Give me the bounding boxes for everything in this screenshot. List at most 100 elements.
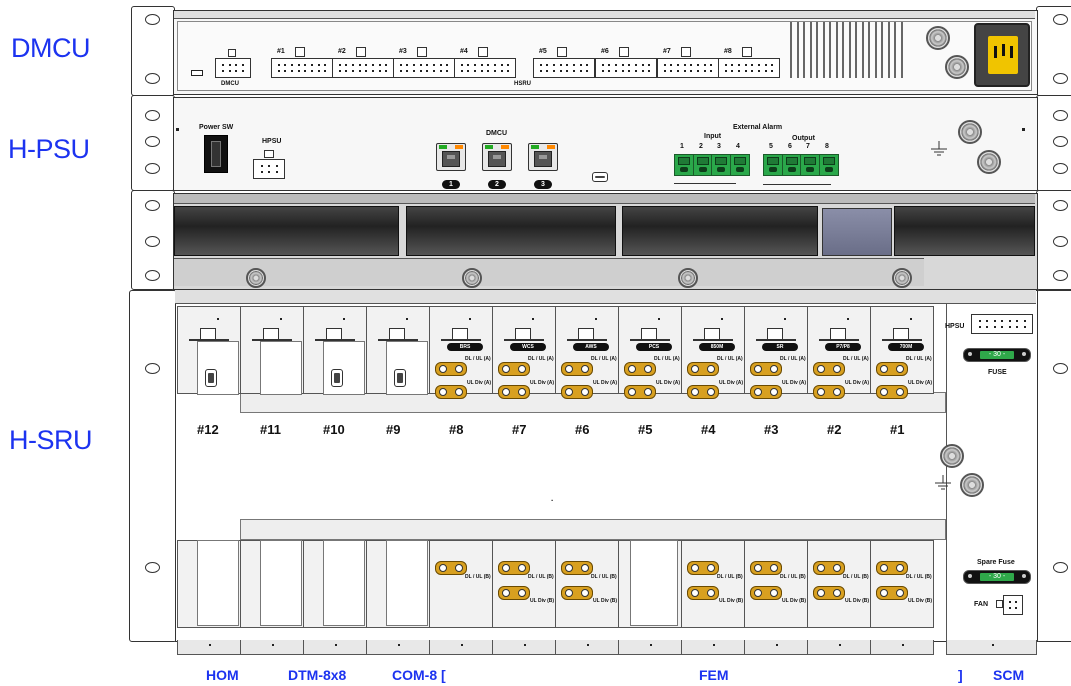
ethernet-port[interactable] [528, 143, 558, 171]
ethernet-port[interactable] [436, 143, 466, 171]
alarm-input-terminal[interactable] [674, 154, 694, 176]
spare-fuse-holder[interactable]: - 30 - [963, 570, 1031, 584]
vent-slot [894, 22, 896, 78]
card-handle[interactable] [326, 328, 342, 341]
rf-connector-icon[interactable] [561, 586, 593, 600]
card-pull-tab[interactable] [618, 640, 682, 655]
rf-connector-icon[interactable] [624, 385, 656, 399]
rf-connector-icon[interactable] [624, 362, 656, 376]
rf-connector-icon[interactable] [813, 561, 845, 575]
mini-usb-port[interactable] [191, 70, 203, 76]
rf-connector-icon[interactable] [813, 385, 845, 399]
rf-connector-icon[interactable] [687, 385, 719, 399]
rf-connector-icon[interactable] [876, 586, 908, 600]
connector-pin [379, 70, 381, 72]
card-pull-tab[interactable] [744, 640, 808, 655]
scm-hpsu-connector[interactable] [971, 314, 1033, 334]
rf-connector-icon[interactable] [687, 561, 719, 575]
fuse-holder[interactable]: - 30 - [963, 348, 1031, 362]
card-handle[interactable] [452, 328, 468, 341]
hsru-port-connector[interactable] [533, 58, 595, 78]
rf-connector-icon[interactable] [750, 561, 782, 575]
card-handle[interactable] [830, 328, 846, 341]
rf-connector-icon[interactable] [813, 362, 845, 376]
card-pull-tab[interactable] [870, 640, 934, 655]
rf-connector-icon[interactable] [435, 362, 467, 376]
card-pull-tab[interactable] [240, 640, 304, 655]
rf-connector-icon[interactable] [813, 586, 845, 600]
led-orange [547, 145, 555, 149]
fan-screw-icon [678, 268, 698, 288]
hsru-port-connector[interactable] [595, 58, 657, 78]
card-handle[interactable] [893, 328, 909, 341]
card-pull-tab[interactable] [681, 640, 745, 655]
card-slot [492, 306, 556, 394]
alarm-input-number: 1 [680, 143, 684, 150]
card-pull-tab[interactable] [177, 640, 241, 655]
dl-ul-b-label: DL / UL (B) [528, 574, 554, 580]
rf-connector-icon[interactable] [498, 561, 530, 575]
card-handle[interactable] [200, 328, 216, 341]
card-pull-tab[interactable] [492, 640, 556, 655]
alarm-input-terminal[interactable] [730, 154, 750, 176]
usb-port-icon[interactable] [331, 369, 343, 387]
ethernet-port[interactable] [482, 143, 512, 171]
card-handle-bar [693, 339, 733, 341]
connector-pin [507, 64, 509, 66]
card-handle[interactable] [389, 328, 405, 341]
card-handle[interactable] [263, 328, 279, 341]
card-handle[interactable] [578, 328, 594, 341]
hsru-port-connector[interactable] [657, 58, 719, 78]
scm-label: SCM [993, 667, 1025, 683]
hsru-port-connector[interactable] [271, 58, 333, 78]
mini-usb-port[interactable] [592, 172, 608, 182]
hpsu-connector[interactable] [253, 159, 285, 179]
card-handle[interactable] [767, 328, 783, 341]
card-pull-tab[interactable] [946, 640, 1037, 655]
rf-connector-icon[interactable] [561, 561, 593, 575]
rf-connector-icon[interactable] [561, 385, 593, 399]
rf-connector-icon[interactable] [876, 362, 908, 376]
hsru-port-connector[interactable] [393, 58, 455, 78]
rf-connector-icon[interactable] [750, 362, 782, 376]
alarm-input-terminal[interactable] [711, 154, 731, 176]
card-pull-tab[interactable] [807, 640, 871, 655]
hsru-port-connector[interactable] [332, 58, 394, 78]
slot-number: #2 [827, 422, 842, 437]
hsru-port-connector[interactable] [718, 58, 780, 78]
fan-connector[interactable] [1003, 595, 1023, 615]
usb-port-icon[interactable] [205, 369, 217, 387]
dmcu-connector[interactable] [215, 58, 251, 78]
rf-connector-icon[interactable] [876, 385, 908, 399]
card-pull-tab[interactable] [366, 640, 430, 655]
card-handle[interactable] [641, 328, 657, 341]
rf-connector-icon[interactable] [498, 362, 530, 376]
rf-connector-icon[interactable] [876, 561, 908, 575]
card-pull-tab[interactable] [303, 640, 367, 655]
alarm-output-terminal[interactable] [800, 154, 820, 176]
rf-connector-icon[interactable] [750, 586, 782, 600]
rf-connector-icon[interactable] [435, 561, 467, 575]
hsru-port-tab [417, 47, 427, 57]
dmcu-connector-tab [228, 49, 236, 57]
card-handle[interactable] [515, 328, 531, 341]
rf-connector-icon[interactable] [561, 362, 593, 376]
card-screw-dot [595, 318, 597, 320]
rf-connector-icon[interactable] [498, 385, 530, 399]
rf-connector-icon[interactable] [435, 385, 467, 399]
rf-connector-icon[interactable] [687, 362, 719, 376]
ac-power-inlet[interactable] [974, 23, 1030, 87]
power-switch[interactable] [204, 135, 228, 173]
card-pull-tab[interactable] [429, 640, 493, 655]
card-pull-tab[interactable] [555, 640, 619, 655]
hsru-port-connector[interactable] [454, 58, 516, 78]
alarm-output-terminal[interactable] [763, 154, 783, 176]
alarm-output-terminal[interactable] [782, 154, 802, 176]
card-handle[interactable] [704, 328, 720, 341]
rf-connector-icon[interactable] [498, 586, 530, 600]
alarm-input-terminal[interactable] [693, 154, 713, 176]
usb-port-icon[interactable] [394, 369, 406, 387]
rf-connector-icon[interactable] [750, 385, 782, 399]
alarm-output-terminal[interactable] [819, 154, 839, 176]
rf-connector-icon[interactable] [687, 586, 719, 600]
